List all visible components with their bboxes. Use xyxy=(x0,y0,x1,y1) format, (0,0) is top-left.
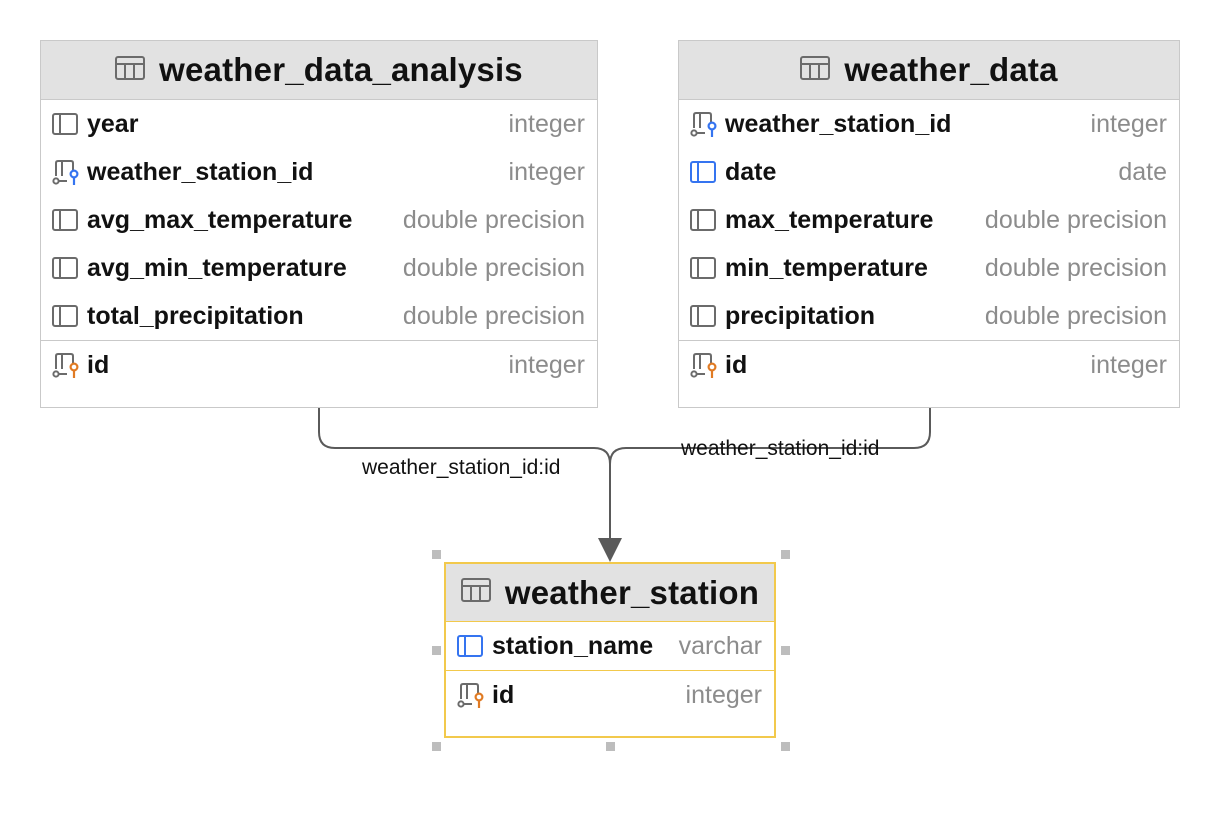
table-header[interactable]: weather_data_analysis xyxy=(41,41,597,100)
column-name: date xyxy=(725,157,777,186)
primary-key-column-icon xyxy=(456,681,484,709)
column-row-avg-max-temperature[interactable]: avg_max_temperature double precision xyxy=(41,196,597,244)
column-type: integer xyxy=(685,680,762,709)
resize-handle-top-right[interactable] xyxy=(781,550,790,559)
column-type: double precision xyxy=(984,253,1167,282)
column-name: id xyxy=(725,350,748,379)
column-row-avg-min-temperature[interactable]: avg_min_temperature double precision xyxy=(41,244,597,292)
column-row-year[interactable]: year integer xyxy=(41,100,597,148)
foreign-key-column-icon xyxy=(51,158,79,186)
column-row-weather-station-id[interactable]: weather_station_id integer xyxy=(679,100,1179,148)
resize-handle-bottom-left[interactable] xyxy=(432,742,441,751)
column-name: id xyxy=(87,350,110,379)
column-type: double precision xyxy=(984,301,1167,330)
table-icon xyxy=(115,55,146,85)
column-row-date[interactable]: date date xyxy=(679,148,1179,196)
column-type: integer xyxy=(508,350,585,379)
column-row-max-temperature[interactable]: max_temperature double precision xyxy=(679,196,1179,244)
column-icon xyxy=(689,302,717,330)
column-name: year xyxy=(87,109,139,138)
connector-label-analysis: weather_station_id:id xyxy=(362,456,561,479)
column-type: varchar xyxy=(678,631,762,660)
column-name: id xyxy=(492,680,515,709)
column-icon xyxy=(51,110,79,138)
column-name: avg_min_temperature xyxy=(87,253,347,282)
table-icon xyxy=(460,578,491,607)
connector-label-weatherdata: weather_station_id:id xyxy=(681,437,880,460)
resize-handle-top-left[interactable] xyxy=(432,550,441,559)
column-row-total-precipitation[interactable]: total_precipitation double precision xyxy=(41,292,597,340)
column-type: integer xyxy=(508,109,585,138)
table-header[interactable]: weather_data xyxy=(679,41,1179,100)
column-row-weather-station-id[interactable]: weather_station_id integer xyxy=(41,148,597,196)
column-name: max_temperature xyxy=(725,205,934,234)
table-weather-station[interactable]: weather_station station_name varchar id int… xyxy=(444,562,776,738)
column-icon xyxy=(51,302,79,330)
column-name: total_precipitation xyxy=(87,301,304,330)
column-type: integer xyxy=(508,157,585,186)
column-type: integer xyxy=(1090,109,1167,138)
primary-key-row[interactable]: id integer xyxy=(679,341,1179,389)
column-type: double precision xyxy=(402,205,585,234)
primary-key-divider xyxy=(446,670,774,671)
table-title: weather_station xyxy=(504,573,760,611)
column-name: weather_station_id xyxy=(725,109,952,138)
column-type: double precision xyxy=(402,301,585,330)
column-name: weather_station_id xyxy=(87,157,314,186)
primary-key-divider xyxy=(41,340,597,341)
table-title: weather_data xyxy=(844,51,1058,88)
primary-key-column-icon xyxy=(51,351,79,379)
column-type: double precision xyxy=(402,253,585,282)
column-icon xyxy=(51,254,79,282)
primary-key-divider xyxy=(679,340,1179,341)
table-title: weather_data_analysis xyxy=(159,51,523,88)
resize-handle-bottom[interactable] xyxy=(606,742,615,751)
table-header[interactable]: weather_station xyxy=(446,564,774,622)
column-type: double precision xyxy=(984,205,1167,234)
column-name: avg_max_temperature xyxy=(87,205,353,234)
resize-handle-left[interactable] xyxy=(432,646,441,655)
primary-key-row[interactable]: id integer xyxy=(446,671,774,719)
connector-analysis-to-station[interactable] xyxy=(318,408,611,542)
column-row-precipitation[interactable]: precipitation double precision xyxy=(679,292,1179,340)
table-icon xyxy=(800,55,831,85)
connector-weatherdata-to-station[interactable] xyxy=(609,408,931,465)
column-name: precipitation xyxy=(725,301,876,330)
column-icon xyxy=(689,206,717,234)
resize-handle-bottom-right[interactable] xyxy=(781,742,790,751)
column-icon xyxy=(51,206,79,234)
column-type: integer xyxy=(1090,350,1167,379)
resize-handle-right[interactable] xyxy=(781,646,790,655)
arrowhead xyxy=(598,538,622,562)
indexed-column-icon xyxy=(456,632,484,660)
column-name: station_name xyxy=(492,631,654,660)
foreign-key-column-icon xyxy=(689,110,717,138)
indexed-column-icon xyxy=(689,158,717,186)
primary-key-column-icon xyxy=(689,351,717,379)
column-name: min_temperature xyxy=(725,253,928,282)
column-icon xyxy=(689,254,717,282)
column-row-station-name[interactable]: station_name varchar xyxy=(446,622,774,670)
column-type: date xyxy=(1118,157,1167,186)
primary-key-row[interactable]: id integer xyxy=(41,341,597,389)
column-row-min-temperature[interactable]: min_temperature double precision xyxy=(679,244,1179,292)
